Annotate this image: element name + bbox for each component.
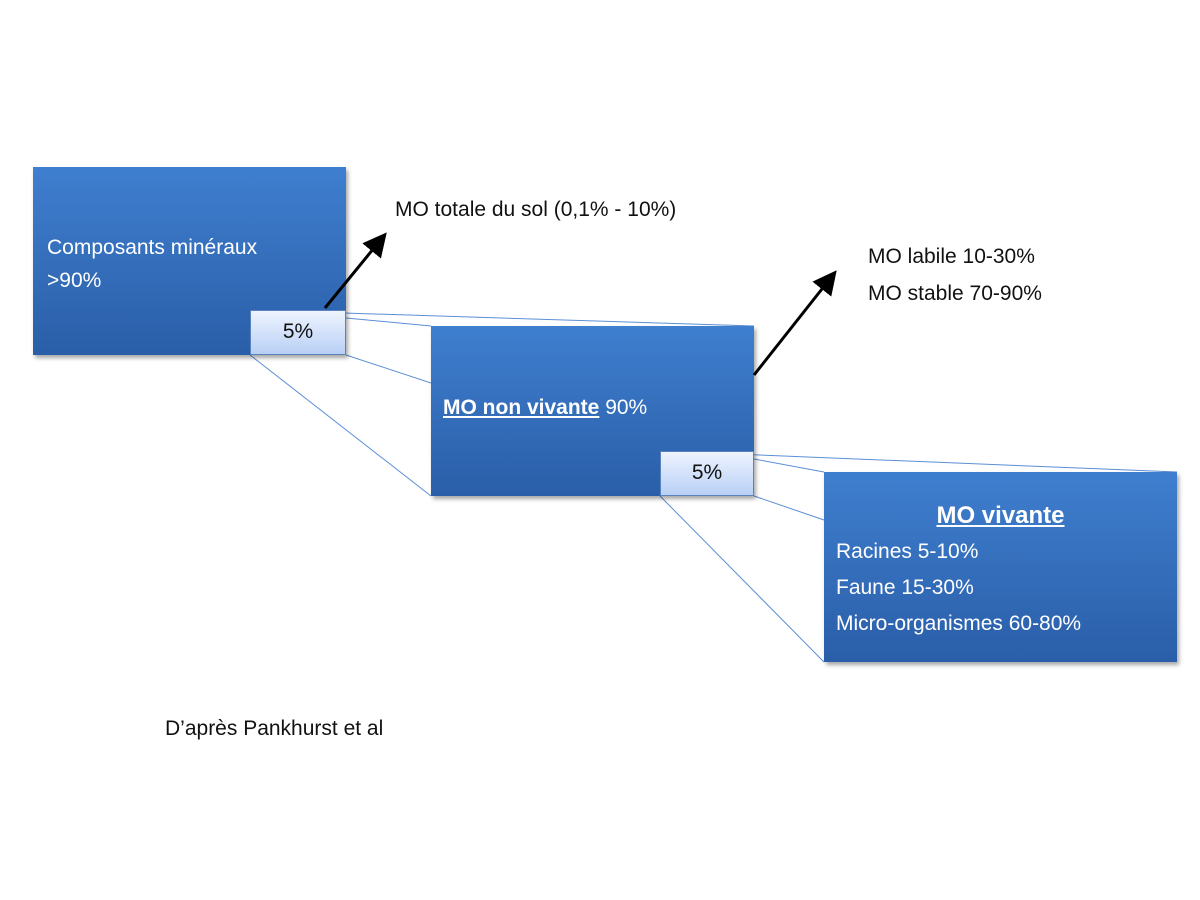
zoom-line	[753, 495, 825, 521]
stable-label: MO stable 70-90%	[868, 282, 1042, 305]
labile-label: MO labile 10-30%	[868, 245, 1035, 268]
non-living-title: MO non vivante	[443, 396, 600, 419]
arrow-total	[323, 232, 387, 309]
total-label: MO totale du sol (0,1% - 10%)	[395, 198, 677, 221]
living-box: MO vivante Racines 5-10% Faune 15-30% Mi…	[824, 472, 1177, 662]
living-item: Micro-organismes 60-80%	[836, 612, 1082, 635]
source-label: D’après Pankhurst et al	[165, 717, 384, 740]
arrow-labile	[752, 270, 837, 376]
zoom-line	[659, 495, 825, 663]
zoom-line	[753, 458, 825, 473]
zoom-line	[345, 354, 432, 384]
mineral-value: >90%	[47, 269, 102, 292]
living-item: Racines 5-10%	[836, 540, 979, 563]
living-title: MO vivante	[936, 502, 1065, 529]
fraction-box-1: 5%	[250, 310, 346, 355]
zoom-line	[345, 317, 432, 327]
non-living-value: 90%	[605, 396, 648, 419]
fraction-box-2: 5%	[660, 451, 754, 496]
living-item: Faune 15-30%	[836, 576, 974, 599]
zoom-line	[249, 354, 432, 497]
mineral-title: Composants minéraux	[47, 236, 258, 259]
